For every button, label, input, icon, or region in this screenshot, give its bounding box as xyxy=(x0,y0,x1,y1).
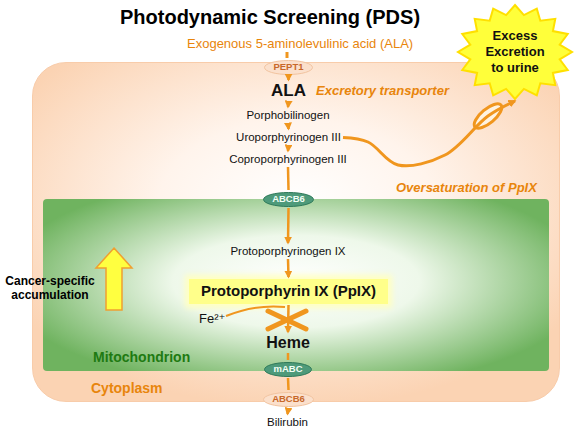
pathway-arrow xyxy=(288,408,289,414)
node-text: Uroporphyrinogen III xyxy=(236,131,341,144)
note-label: Cancer-specific accumulation xyxy=(2,274,98,303)
pathway-arrow xyxy=(287,102,290,107)
region-label: Mitochondrion xyxy=(93,350,190,365)
pathway-arrow xyxy=(287,76,290,80)
note-label: Cancer-specific accumulation xyxy=(2,274,98,303)
ion-label: Fe²⁺ xyxy=(199,312,225,326)
pathway-arrow xyxy=(287,123,290,129)
node-text: ABCB6 xyxy=(272,394,305,404)
pathway-arrow xyxy=(287,353,290,360)
metabolite-label: ALA xyxy=(271,82,306,101)
node-text: ABCB6 xyxy=(272,194,305,204)
node-text: ALA xyxy=(271,82,306,101)
title-text: Photodynamic Screening (PDS) xyxy=(120,6,420,28)
uptake-line xyxy=(286,52,289,58)
pathway-arrow xyxy=(343,101,515,166)
node-text: Coproporphyrinogen III xyxy=(229,153,347,166)
pathway-arrow xyxy=(287,378,290,390)
metabolite-label: Coproporphyrinogen III xyxy=(229,153,347,166)
ellipse-shape xyxy=(264,193,314,207)
pathway-arrow xyxy=(287,145,290,151)
node-text: Bilirubin xyxy=(267,416,308,429)
process-label: Oversaturation of PpIX xyxy=(396,181,537,195)
pathway-arrow xyxy=(287,208,290,243)
transporter-ellipse: PEPT1 xyxy=(264,60,313,75)
metabolite-label: Uroporphyrinogen III xyxy=(236,131,341,144)
node-text: Heme xyxy=(266,334,310,352)
transporter-label: Excretory transporter xyxy=(316,84,449,98)
transporter-label: Excretory transporter xyxy=(316,84,449,98)
node-text: Protoporphyrin IX (PpIX) xyxy=(201,283,376,300)
diagram-title: Photodynamic Screening (PDS) xyxy=(120,6,420,28)
node-text: PEPT1 xyxy=(273,62,304,72)
block-cross xyxy=(268,311,306,329)
node-text: Excess Excretion to urine xyxy=(478,28,552,76)
iron-line xyxy=(226,306,285,316)
metabolite-label: Protoporphyrinogen IX xyxy=(230,245,346,258)
starburst-shape xyxy=(458,5,572,99)
mitochondrion-band: ABCB6Protoporphyrinogen IXProtoporphyrin… xyxy=(43,199,549,371)
block-cross xyxy=(268,311,306,329)
transporter-ellipse: ABCB6 xyxy=(263,192,314,207)
transporter-ellipse: ABCB6 xyxy=(263,392,314,407)
pathway-arrow xyxy=(287,167,290,190)
pathway-arrow xyxy=(287,305,290,332)
transporter-symbol xyxy=(470,100,505,133)
node-text: Porphobilinogen xyxy=(246,109,330,122)
ion-label: Fe²⁺ xyxy=(199,312,225,326)
ellipse-shape xyxy=(265,363,312,377)
process-label: Oversaturation of PpIX xyxy=(396,181,537,195)
region-label: Cytoplasm xyxy=(91,381,163,396)
cytoplasm-region: PEPT1ALA PorphobilinogenUroporphyrinogen … xyxy=(32,62,560,402)
input-label: Exogenous 5-aminolevulinic acid (ALA) xyxy=(187,37,413,51)
metabolite-label: Heme xyxy=(266,334,310,352)
node-text: Protoporphyrinogen IX xyxy=(230,245,346,258)
starburst-callout: Excess Excretion to urine xyxy=(457,4,573,100)
transporter-ellipse: mABC xyxy=(264,362,312,377)
node-text: mABC xyxy=(273,364,303,374)
highlight-box: Protoporphyrin IX (PpIX) xyxy=(189,279,388,304)
metabolite-label: Bilirubin xyxy=(267,416,308,429)
accumulation-arrow xyxy=(96,248,132,310)
ellipse-shape xyxy=(264,393,314,407)
metabolite-label: Porphobilinogen xyxy=(246,109,330,122)
input-label: Exogenous 5-aminolevulinic acid (ALA) xyxy=(187,37,413,51)
pathway-arrow xyxy=(287,259,290,277)
ellipse-shape xyxy=(265,61,313,75)
